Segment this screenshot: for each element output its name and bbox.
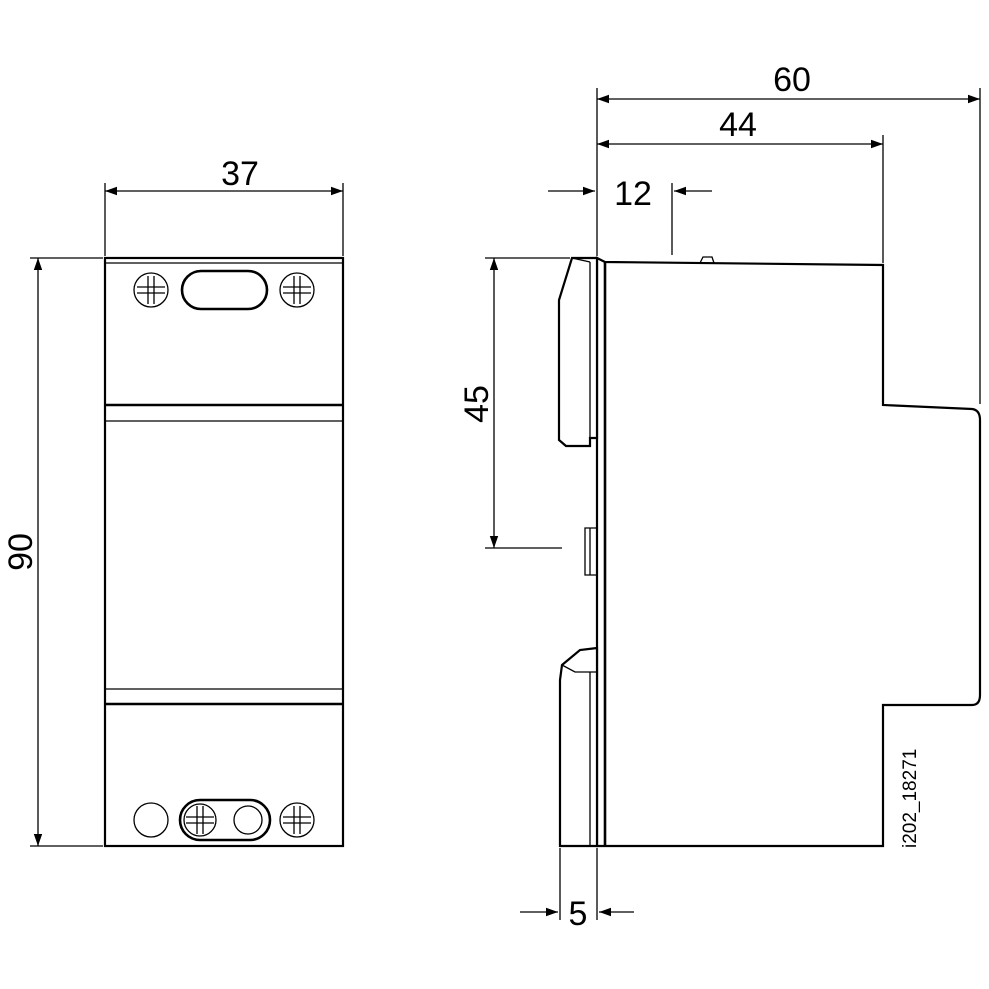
top-slot	[180, 269, 269, 311]
dim-label-90: 90	[2, 533, 40, 571]
lower-rail-clip	[558, 646, 599, 848]
dim-label-45: 45	[458, 385, 496, 423]
dimension-depth-total: 60	[596, 61, 981, 404]
dim-label-37: 37	[221, 155, 259, 193]
dimension-depth-upper: 44	[597, 106, 884, 263]
dim-label-5: 5	[569, 895, 588, 933]
dim-label-60: 60	[773, 61, 811, 99]
front-view	[103, 256, 345, 848]
dim-label-12: 12	[614, 175, 652, 213]
side-housing	[595, 256, 982, 848]
screw-icon	[279, 272, 315, 308]
dimension-rail-offset: 5	[520, 848, 634, 933]
screw-icon	[133, 272, 169, 308]
screw-icon	[279, 802, 315, 838]
terminal-hole	[233, 805, 263, 835]
front-housing	[103, 256, 345, 848]
side-view	[557, 256, 982, 848]
dimension-offset-top: 12	[548, 175, 712, 255]
dimension-height: 90	[2, 257, 103, 847]
screw-icon	[183, 803, 217, 837]
terminal-hole	[133, 802, 169, 838]
top-nub	[699, 256, 715, 264]
bottom-slot	[178, 798, 272, 842]
dimension-width: 37	[104, 155, 344, 256]
rail-notch	[584, 527, 597, 576]
upper-rail-clip	[557, 256, 599, 448]
dim-label-44: 44	[719, 106, 757, 144]
drawing-code: i202_18271	[900, 749, 921, 848]
dimension-rail-height: 45	[458, 257, 570, 549]
